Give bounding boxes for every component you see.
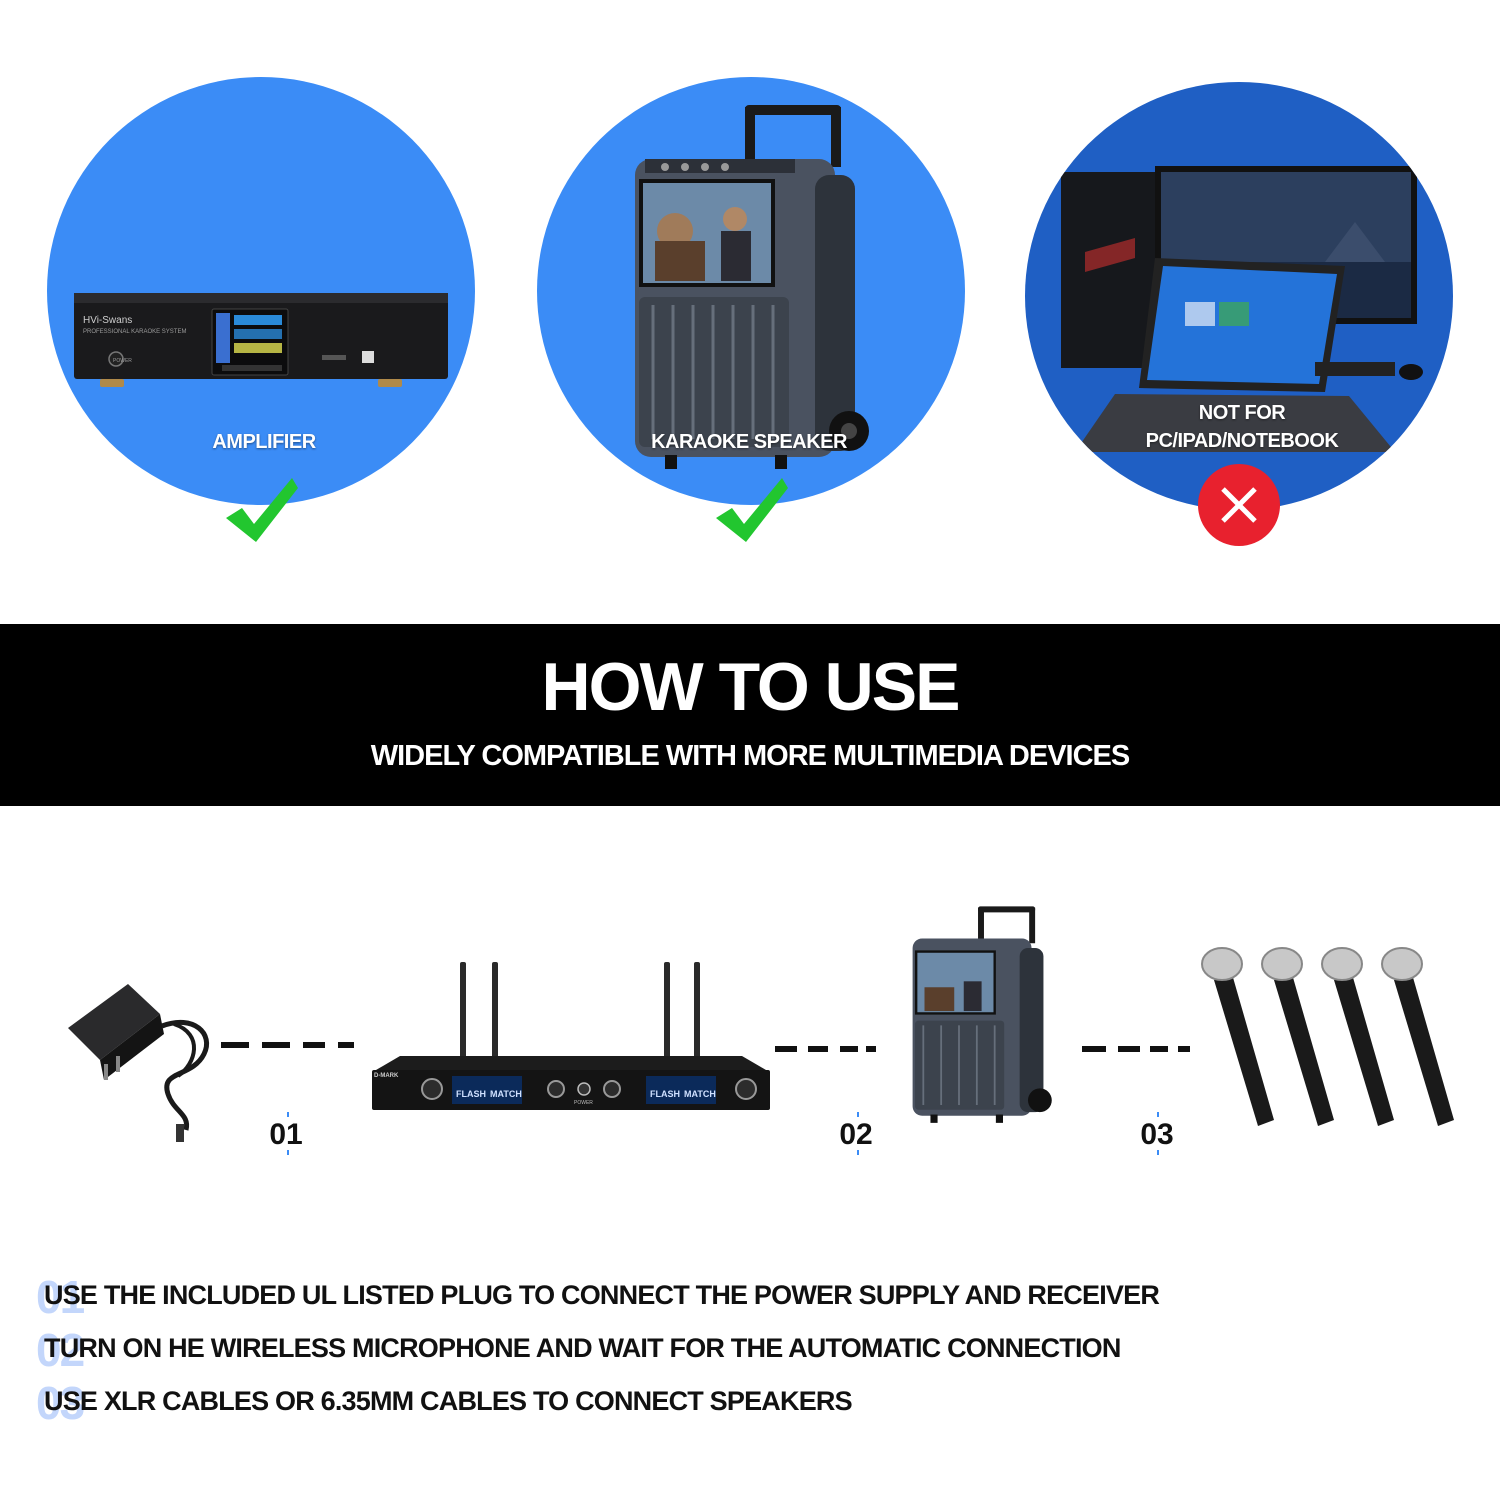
connector-dash — [775, 1046, 797, 1052]
banner-subtitle: WIDELY COMPATIBLE WITH MORE MULTIMEDIA D… — [370, 740, 1130, 772]
amplifier-brand-text: HVi-Swans — [83, 315, 133, 326]
wireless-receiver-image — [372, 962, 770, 1110]
cross-icon — [1198, 464, 1280, 546]
instruction-text-3: USE XLR CABLES OR 6.35MM CABLES TO CONNE… — [44, 1386, 853, 1416]
receiver-display-label: FLASH — [650, 1089, 680, 1099]
receiver-power-label: POWER — [574, 1100, 593, 1106]
amplifier-model-text: PROFESSIONAL KARAOKE SYSTEM — [83, 329, 187, 335]
connector-dash — [221, 1042, 249, 1048]
connector-dash — [840, 1046, 858, 1052]
power-adapter-image — [68, 984, 210, 1142]
karaoke-speaker-small-image — [912, 906, 1052, 1123]
connector-dash — [1082, 1046, 1106, 1052]
instruction-number-3: 03 — [36, 1377, 85, 1429]
step-marker — [287, 1112, 289, 1117]
step-marker — [857, 1112, 859, 1117]
how-to-use-banner — [0, 624, 1500, 806]
receiver-brand-text: D-MARK — [374, 1073, 399, 1079]
step-number-2: 02 — [839, 1118, 873, 1151]
connector-dash — [338, 1042, 354, 1048]
check-icon — [226, 478, 298, 542]
connector-dash — [1178, 1046, 1190, 1052]
connector-dash — [1118, 1046, 1140, 1052]
connector-dash — [808, 1046, 828, 1052]
amplifier-circle: HVi-Swans PROFESSIONAL KARAOKE SYSTEM PO… — [47, 77, 475, 505]
connector-dash — [262, 1042, 290, 1048]
receiver-display-label: MATCH — [490, 1089, 522, 1099]
karaoke-speaker-label: KARAOKE SPEAKER — [651, 431, 847, 453]
connector-dash — [303, 1042, 325, 1048]
step-number-1: 01 — [269, 1118, 303, 1151]
step-marker — [1157, 1150, 1159, 1155]
connector-dash — [1150, 1046, 1168, 1052]
computer-label-line1: NOT FOR — [1198, 402, 1286, 424]
check-icon — [716, 478, 788, 542]
computer-image — [1061, 166, 1423, 452]
computer-circle: NOT FOR PC/IPAD/NOTEBOOK — [1025, 82, 1453, 510]
banner-title: HOW TO USE — [541, 649, 961, 725]
instruction-number-2: 02 — [36, 1324, 85, 1376]
receiver-display-label: MATCH — [684, 1089, 716, 1099]
step-marker — [287, 1150, 289, 1155]
step-marker — [1157, 1112, 1159, 1117]
amplifier-power-text: POWER — [113, 358, 132, 364]
receiver-display-label: FLASH — [456, 1089, 486, 1099]
computer-label-line2: PC/IPAD/NOTEBOOK — [1145, 430, 1339, 452]
amplifier-image — [74, 293, 448, 387]
step-marker — [857, 1150, 859, 1155]
microphones-image — [1201, 947, 1454, 1126]
instruction-text-2: TURN ON HE WIRELESS MICROPHONE AND WAIT … — [44, 1333, 1121, 1363]
karaoke-speaker-circle: KARAOKE SPEAKER — [537, 77, 965, 505]
instruction-text-1: USE THE INCLUDED UL LISTED PLUG TO CONNE… — [44, 1280, 1160, 1310]
step-number-3: 03 — [1140, 1118, 1174, 1151]
instruction-number-1: 01 — [36, 1271, 85, 1323]
connector-dash — [866, 1046, 876, 1052]
amplifier-label: AMPLIFIER — [212, 431, 316, 453]
karaoke-speaker-image — [635, 105, 869, 469]
